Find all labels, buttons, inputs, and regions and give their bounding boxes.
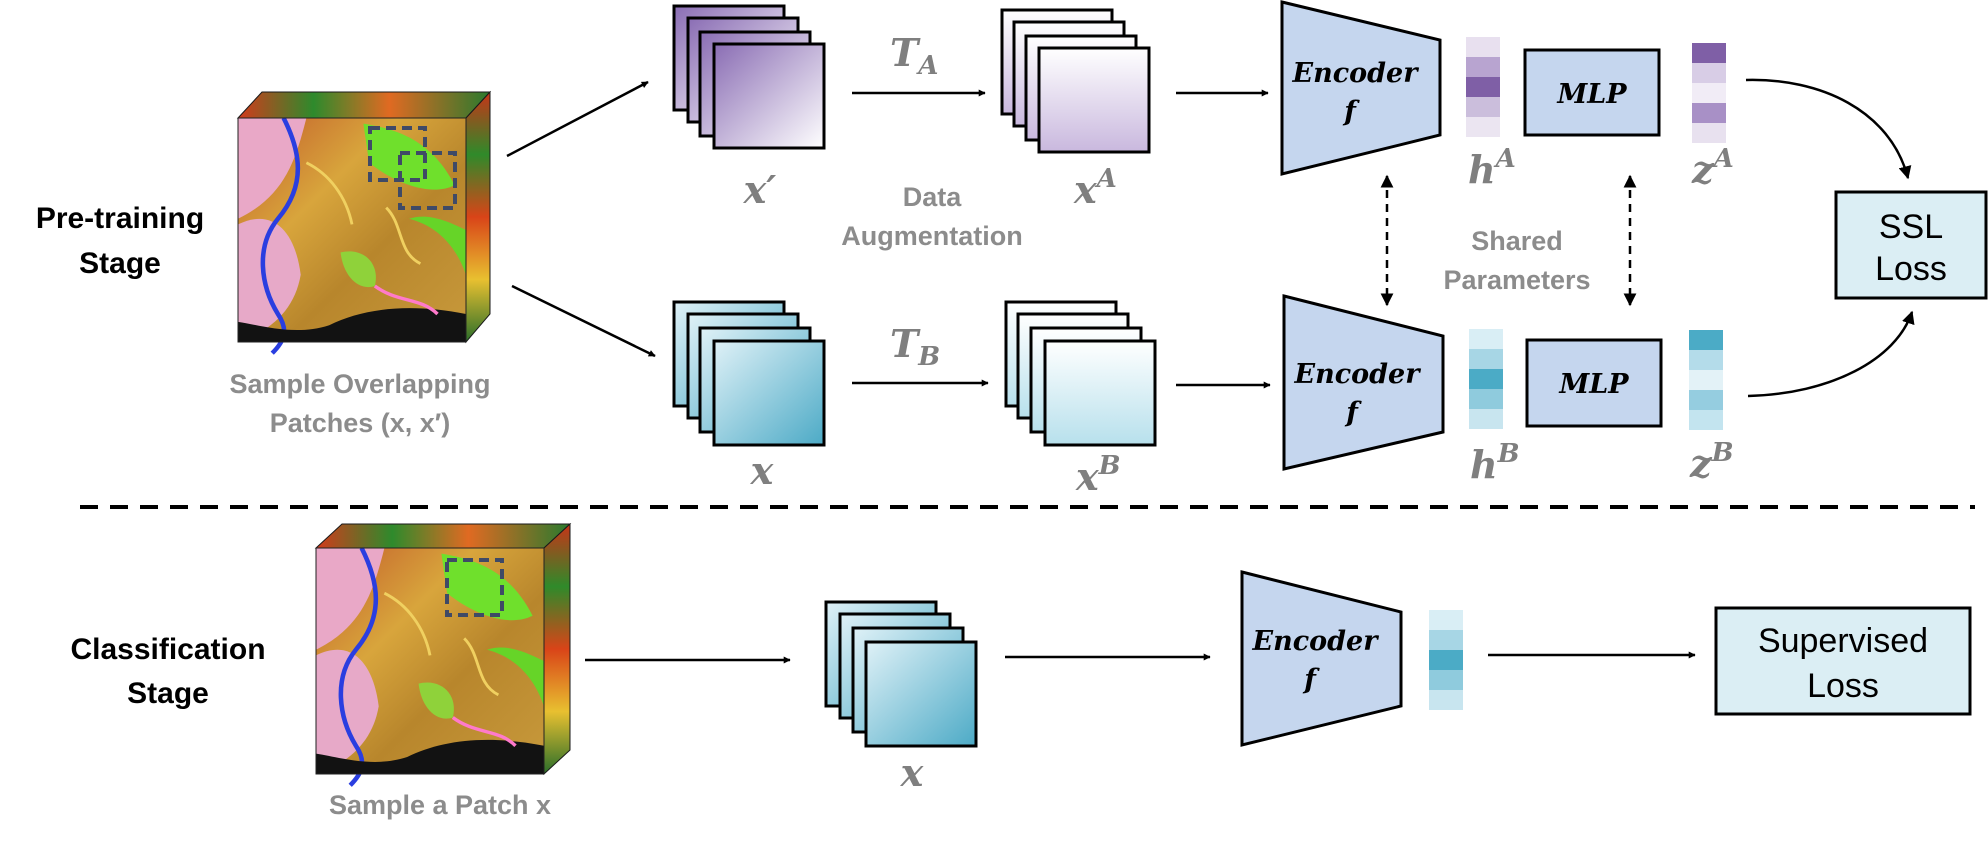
x-cls-symbol: x: [900, 750, 925, 795]
patch-stack-xb: [1004, 300, 1157, 447]
za-symbol: zA: [1691, 144, 1734, 192]
arrow-zb-to-ssl: [1747, 310, 1915, 398]
sample-a-patch-label: Sample a Patch x: [329, 790, 551, 820]
x-prime-symbol: x′: [743, 167, 777, 212]
patch-stack-x: [672, 300, 826, 447]
classification-stage-label-line1: Classification: [70, 633, 265, 666]
ssl-loss-label-line1: SSL: [1879, 208, 1943, 246]
mlp-b-label: MLP: [1558, 369, 1629, 400]
encoder-a-label-line2: f: [1342, 96, 1360, 127]
encoder-a-label-line1: Encoder: [1292, 58, 1420, 89]
supervised-loss-label-line1: Supervised: [1758, 622, 1928, 660]
data-augmentation-label-line2: Augmentation: [841, 221, 1023, 251]
patch-box-x-prime: [398, 151, 457, 210]
encoder-b-label-line2: f: [1344, 397, 1362, 428]
encoder-cls-label-line1: Encoder: [1252, 626, 1380, 657]
embedding-zb: [1689, 330, 1723, 430]
supervised-loss-label-line2: Loss: [1807, 667, 1879, 705]
ta-symbol: TA: [890, 30, 938, 81]
mlp-a-label: MLP: [1556, 79, 1627, 110]
arrow-to-x-prime: [506, 80, 649, 158]
pretraining-stage-label-line1: Pre-training: [36, 202, 204, 235]
encoder-cls-label-line2: f: [1302, 664, 1320, 695]
patch-box-classification: [445, 558, 504, 617]
embedding-za: [1692, 43, 1726, 143]
embedding-ha: [1466, 37, 1500, 137]
embedding-classification: [1429, 610, 1463, 710]
ssl-loss-label-line2: Loss: [1875, 250, 1947, 288]
x-symbol: x: [750, 448, 775, 493]
xb-symbol: xB: [1075, 451, 1121, 499]
xa-symbol: xA: [1073, 164, 1117, 212]
arrow-to-x: [511, 284, 656, 358]
ha-symbol: hA: [1468, 144, 1516, 192]
classification-stage-label-line2: Stage: [127, 677, 209, 710]
zb-symbol: zB: [1689, 438, 1734, 486]
tb-symbol: TB: [890, 321, 940, 372]
patch-stack-x-prime: [672, 4, 826, 150]
shared-parameters-label-line1: Shared: [1471, 226, 1563, 256]
arrow-za-to-ssl: [1745, 78, 1912, 180]
encoder-classification: [1240, 570, 1403, 747]
sample-overlapping-label: Sample Overlapping: [229, 369, 490, 399]
patch-stack-x-classification: [824, 600, 978, 748]
encoder-b: [1282, 294, 1445, 471]
supervised-loss-box: [1714, 606, 1972, 716]
embedding-hb: [1469, 329, 1503, 429]
patch-stack-xa: [1000, 8, 1151, 154]
encoder-b-label-line1: Encoder: [1294, 359, 1422, 390]
pretraining-stage-label-line2: Stage: [79, 247, 161, 280]
hyperspectral-cube-image-classification: [316, 522, 572, 785]
shared-parameters-label-line2: Parameters: [1443, 265, 1590, 295]
hyperspectral-cube-image: [238, 90, 492, 353]
hb-symbol: hB: [1470, 439, 1520, 487]
patches-label: Patches (x, x′): [270, 408, 451, 438]
encoder-a: [1280, 0, 1442, 176]
mlp-a: [1523, 48, 1661, 137]
data-augmentation-label-line1: Data: [903, 182, 963, 212]
ssl-loss-box: [1834, 190, 1988, 300]
mlp-b: [1525, 338, 1663, 428]
